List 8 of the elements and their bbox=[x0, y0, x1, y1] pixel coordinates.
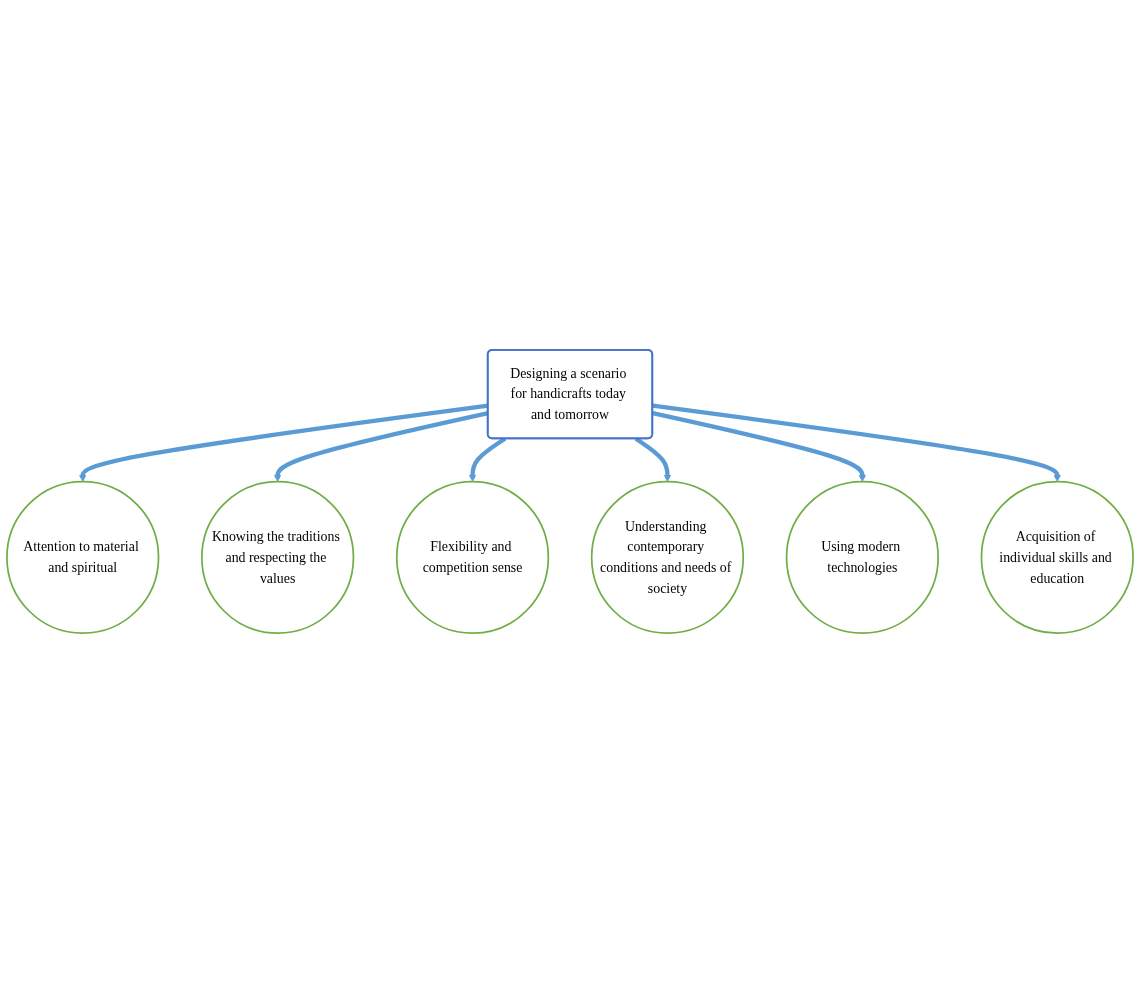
node-circle: Understanding contemporary conditions and needs of society bbox=[590, 480, 745, 634]
node-circle: Knowing the traditions and respecting the values bbox=[200, 480, 355, 634]
arrow bbox=[652, 410, 867, 482]
node-circle: Using modern technologies bbox=[785, 480, 940, 634]
node-circle: Attention to material and spiritual bbox=[6, 480, 160, 634]
node-circle: Flexibility and competition sense bbox=[395, 480, 550, 634]
arrow bbox=[652, 403, 1062, 482]
node-circle: Acquisition of individual skills and education bbox=[980, 480, 1134, 634]
